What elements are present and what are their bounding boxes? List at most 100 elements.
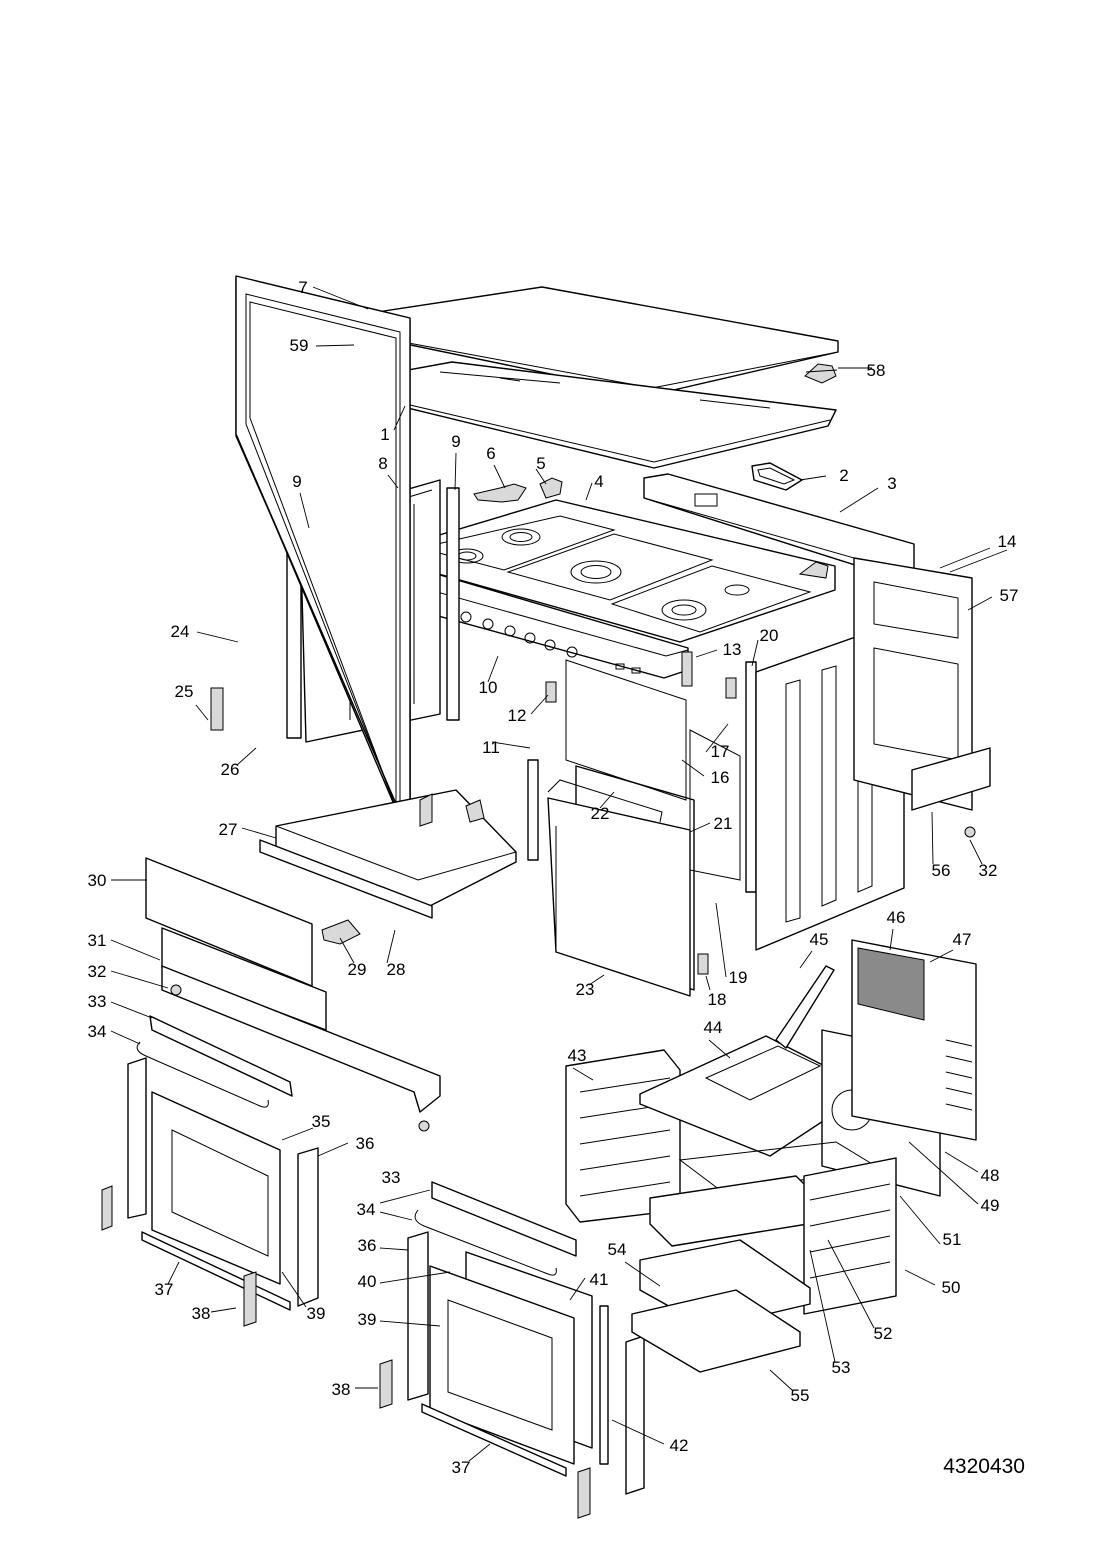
leader-line [805, 369, 838, 373]
callout-p48: 48 [981, 1166, 1000, 1185]
door-top-trim [431, 1181, 577, 1257]
leader-line [899, 1195, 941, 1245]
hinge-bracket [210, 687, 224, 731]
shelf-runners [579, 1077, 671, 1197]
leader-line [379, 1320, 441, 1327]
callout-p24: 24 [171, 622, 190, 641]
bracket [697, 953, 709, 975]
component-shapes [101, 275, 991, 1519]
oven-base-plate [631, 1289, 801, 1373]
callout-p32a: 32 [88, 962, 107, 981]
leader-line [236, 747, 257, 766]
callout-p19: 19 [729, 968, 748, 987]
callout-p44: 44 [704, 1018, 723, 1037]
door-outer-glass [429, 1265, 575, 1465]
leader-line [339, 937, 355, 964]
door-front-panel [547, 797, 691, 997]
callout-p45: 45 [810, 930, 829, 949]
door-hinge [379, 1359, 393, 1409]
callout-p26: 26 [221, 760, 240, 779]
door-glass-window [171, 1129, 269, 1257]
callout-p34a: 34 [88, 1022, 107, 1041]
callout-p35: 35 [312, 1112, 331, 1131]
callout-p52: 52 [874, 1324, 893, 1343]
callout-p56: 56 [932, 861, 951, 880]
leader-line [196, 631, 239, 643]
leader-line [588, 974, 605, 986]
callout-p50: 50 [942, 1278, 961, 1297]
door-hinge [243, 1271, 257, 1327]
rear-rail [911, 747, 991, 811]
rear-panel-cutout [873, 581, 959, 639]
callout-p41: 41 [590, 1270, 609, 1289]
callout-p31: 31 [88, 931, 107, 950]
callout-p5: 5 [536, 454, 545, 473]
callout-p14: 14 [998, 532, 1017, 551]
leader-line [535, 468, 547, 485]
rear-panel [853, 557, 973, 811]
callout-p53: 53 [832, 1358, 851, 1377]
leader-line [195, 704, 209, 721]
callout-p58: 58 [867, 361, 886, 380]
bracket [681, 651, 693, 687]
leader-line [931, 811, 934, 865]
callout-p47: 47 [953, 930, 972, 949]
callout-p59: 59 [290, 336, 309, 355]
leader-line [715, 902, 727, 978]
drawer-runner [321, 919, 361, 945]
callout-p10: 10 [479, 678, 498, 697]
leader-line [387, 474, 399, 489]
leader-line [379, 1189, 431, 1204]
leader-line [491, 741, 531, 749]
leader-line [809, 1249, 836, 1363]
drawer-bracket [419, 793, 433, 827]
leader-line [572, 1067, 594, 1081]
leader-line [769, 1369, 793, 1391]
leader-line [210, 1307, 237, 1313]
callout-p39b: 39 [358, 1310, 377, 1329]
leader-line [611, 1419, 665, 1445]
leader-line [393, 405, 406, 431]
leader-line [689, 822, 711, 833]
door-side-profile [127, 1057, 147, 1219]
leader-line [299, 492, 310, 529]
callout-p16: 16 [711, 768, 730, 787]
leader-line [969, 839, 983, 865]
door-glass-window [447, 1299, 553, 1431]
leader-line [799, 475, 827, 481]
bracket [725, 677, 737, 699]
leader-line [967, 596, 993, 611]
callout-p17: 17 [711, 742, 730, 761]
side-strip [527, 759, 539, 861]
foot [964, 826, 976, 838]
roof-element [704, 1045, 822, 1101]
leader-line [468, 1443, 491, 1462]
leader-line [110, 1001, 153, 1019]
callout-p20: 20 [760, 626, 779, 645]
lower-panel [161, 927, 327, 1031]
callout-p33b: 33 [382, 1168, 401, 1187]
leader-line [585, 482, 593, 501]
callout-p4: 4 [594, 472, 603, 491]
door-handle-bar [414, 1209, 557, 1276]
document-number: 4320430 [943, 1455, 1025, 1478]
callout-p9a: 9 [292, 472, 301, 491]
door-hinge [101, 1185, 113, 1231]
callout-p33a: 33 [88, 992, 107, 1011]
heat-shield [775, 965, 835, 1049]
callout-p32b: 32 [979, 861, 998, 880]
callout-p2: 2 [839, 466, 848, 485]
callout-p43: 43 [568, 1046, 587, 1065]
callout-labels: 1 2 3 4 5 6 7 8 9 9 10 11 12 13 14 16 17… [88, 278, 1025, 1478]
leader-line [705, 975, 711, 991]
callout-p11: 11 [482, 738, 500, 757]
cavity-right-wall [803, 1157, 897, 1315]
leader-line [530, 694, 549, 715]
callout-p28: 28 [387, 960, 406, 979]
leader-line [681, 759, 705, 777]
callout-p38a: 38 [192, 1304, 211, 1323]
leader-line [889, 928, 894, 951]
callout-p8: 8 [378, 454, 387, 473]
leader-line [379, 1247, 409, 1251]
callout-p30: 30 [88, 871, 107, 890]
